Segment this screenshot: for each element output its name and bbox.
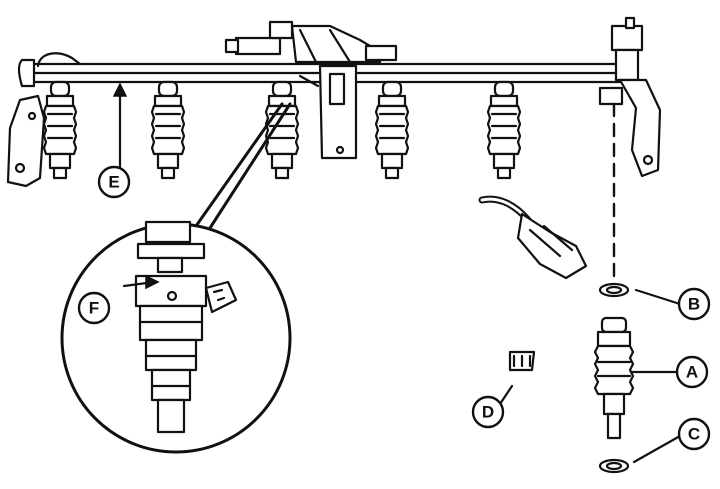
callout-leaders xyxy=(122,274,682,464)
callout-b: B xyxy=(677,287,711,321)
injector-3 xyxy=(264,80,300,180)
injector-5 xyxy=(486,80,522,180)
detail-magnifier xyxy=(60,102,292,454)
callout-a-text: A xyxy=(686,363,698,382)
callout-b-text: B xyxy=(688,295,700,314)
seal-ring-lower xyxy=(598,458,630,474)
injector-4 xyxy=(374,80,410,180)
fuel-rail xyxy=(6,16,662,188)
callout-c: C xyxy=(677,417,711,451)
callout-c-text: C xyxy=(688,425,700,444)
callout-e-text: E xyxy=(108,173,119,192)
filter-sleeve xyxy=(508,350,536,372)
callout-d: D xyxy=(471,395,505,429)
injector-1 xyxy=(42,80,78,180)
wiring-connector xyxy=(478,195,588,280)
callout-d-text: D xyxy=(482,403,494,422)
callout-f: F xyxy=(77,291,111,325)
injector-2 xyxy=(150,80,186,180)
callout-f-text: F xyxy=(89,299,99,318)
callout-a: A xyxy=(675,355,709,389)
spare-injector xyxy=(593,316,635,440)
pointer-e xyxy=(112,82,128,172)
seal-ring-upper xyxy=(598,282,630,298)
callout-e: E xyxy=(97,165,131,199)
